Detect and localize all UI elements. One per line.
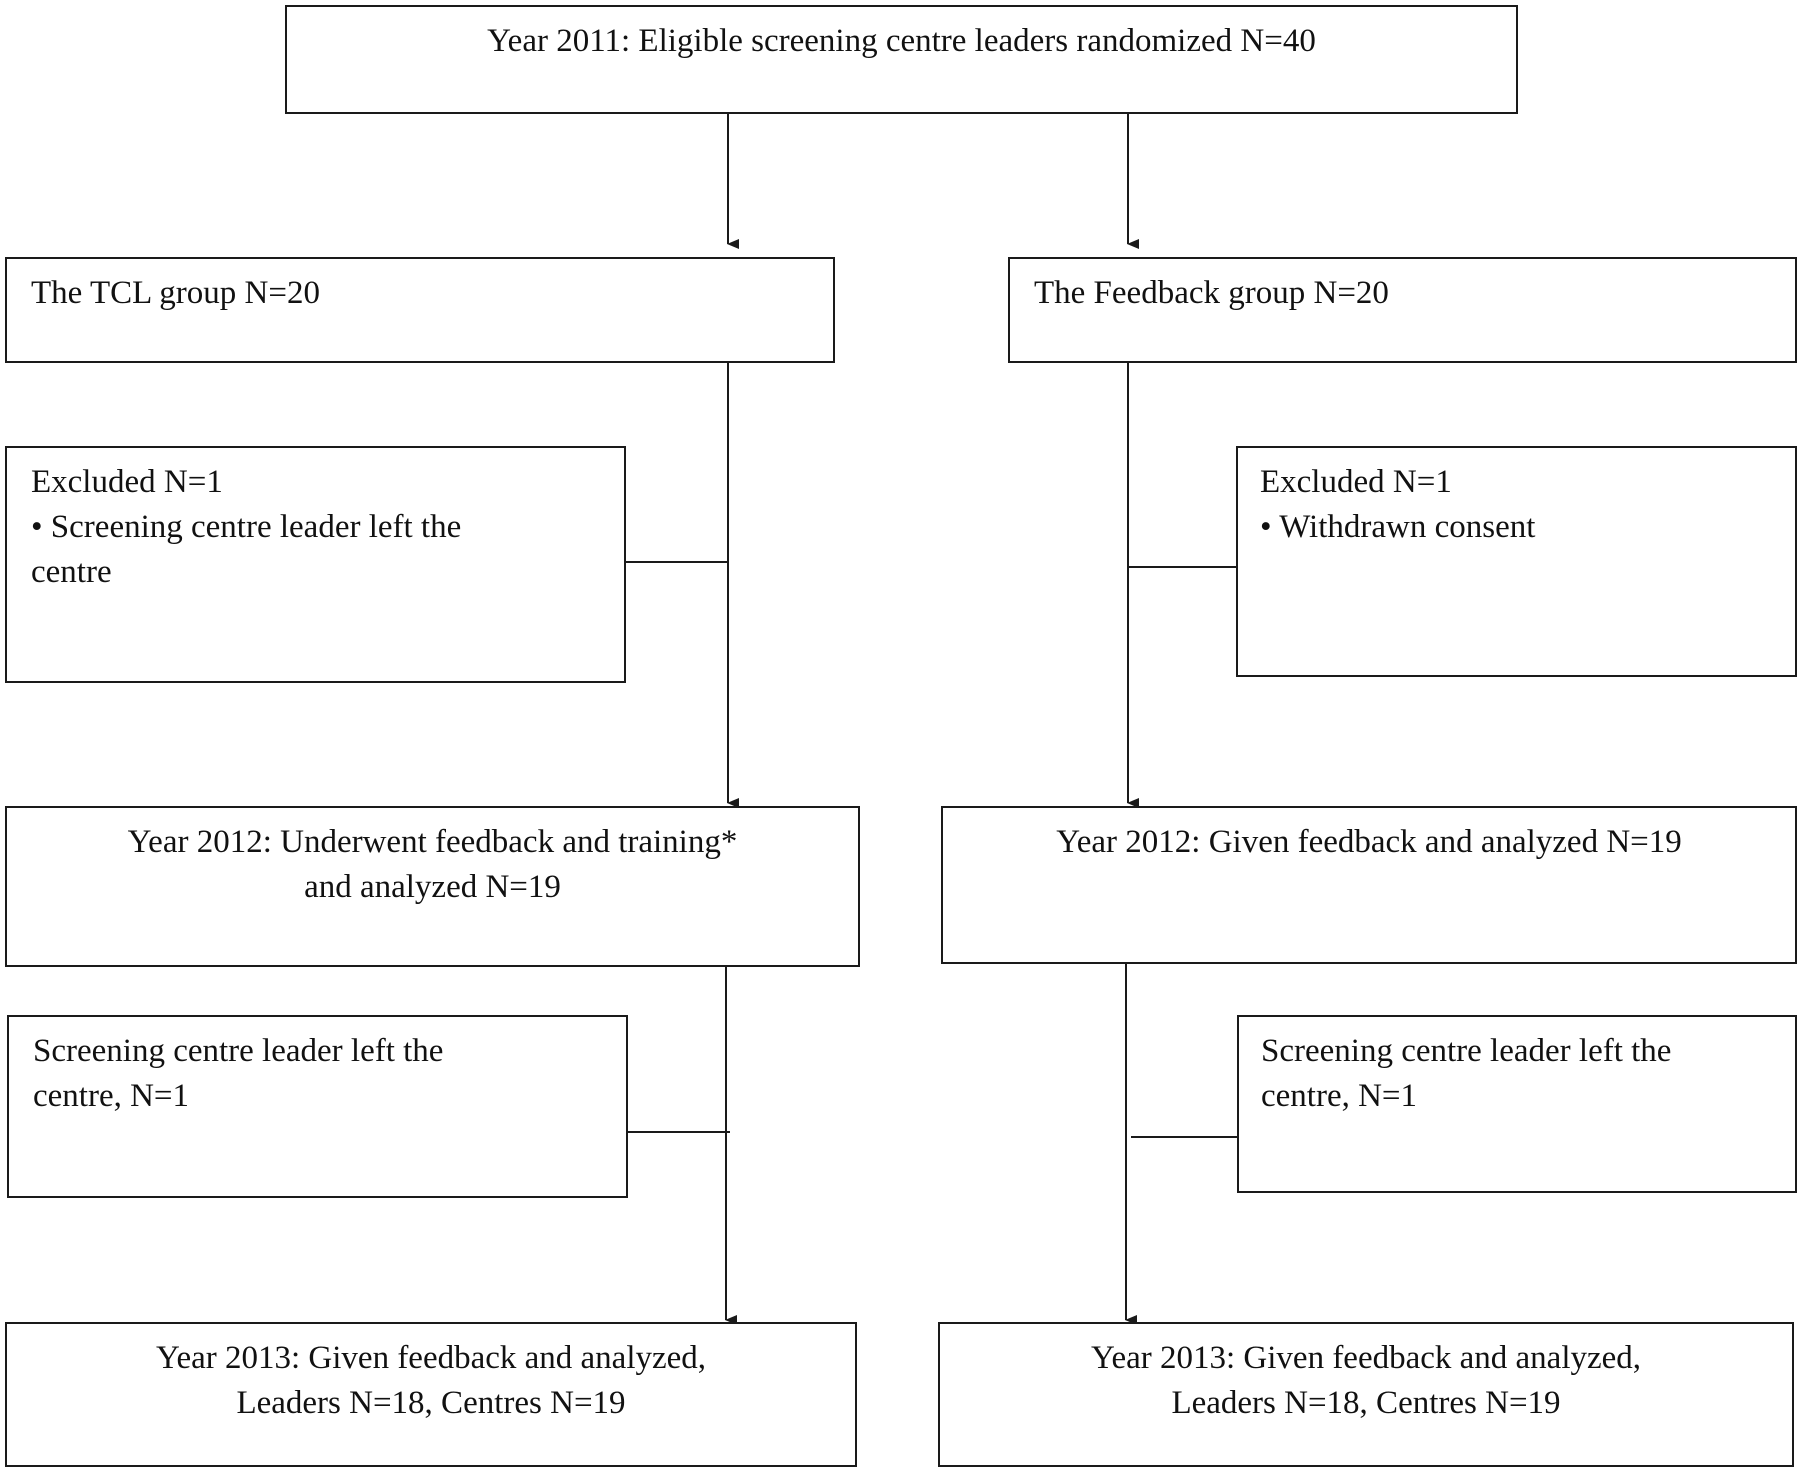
box-top-randomized: Year 2011: Eligible screening centre lea… — [285, 5, 1518, 114]
box-feedback-2013: Year 2013: Given feedback and analyzed, … — [938, 1322, 1794, 1467]
box-feedback-2012: Year 2012: Given feedback and analyzed N… — [941, 806, 1797, 964]
tcl-2012-line2: and analyzed N=19 — [304, 869, 561, 905]
box-tcl-left-centre: Screening centre leader left the centre,… — [7, 1015, 628, 1198]
feedback-left-line1: Screening centre leader left the — [1261, 1033, 1672, 1069]
tcl-excluded-reason: • Screening centre leader left the — [31, 509, 462, 545]
feedback-2012-line1: Year 2012: Given feedback and analyzed N… — [1056, 824, 1682, 860]
tcl-left-line2: centre, N=1 — [33, 1078, 190, 1114]
tcl-left-line1: Screening centre leader left the — [33, 1033, 444, 1069]
feedback-excluded-reason: • Withdrawn consent — [1260, 509, 1536, 545]
feedback-2013-line2: Leaders N=18, Centres N=19 — [1171, 1385, 1561, 1421]
box-feedback-group: The Feedback group N=20 — [1008, 257, 1797, 363]
box-tcl-2012: Year 2012: Underwent feedback and traini… — [5, 806, 860, 967]
feedback-left-line2: centre, N=1 — [1261, 1078, 1418, 1114]
tcl-2013-line2: Leaders N=18, Centres N=19 — [236, 1385, 626, 1421]
box-tcl-2013: Year 2013: Given feedback and analyzed, … — [5, 1322, 857, 1467]
feedback-2013-line1: Year 2013: Given feedback and analyzed, — [1090, 1340, 1642, 1376]
tcl-excluded-title: Excluded N=1 — [31, 464, 223, 500]
box-feedback-group-text: The Feedback group N=20 — [1034, 275, 1389, 311]
box-tcl-excluded: Excluded N=1 • Screening centre leader l… — [5, 446, 626, 683]
box-top-text: Year 2011: Eligible screening centre lea… — [487, 23, 1316, 59]
feedback-excluded-title: Excluded N=1 — [1260, 464, 1452, 500]
box-tcl-group-text: The TCL group N=20 — [31, 275, 320, 311]
box-tcl-group: The TCL group N=20 — [5, 257, 835, 363]
tcl-2013-line1: Year 2013: Given feedback and analyzed, — [155, 1340, 707, 1376]
tcl-excluded-reason-cont: centre — [31, 554, 112, 590]
box-feedback-left-centre: Screening centre leader left the centre,… — [1237, 1015, 1797, 1193]
tcl-2012-line1: Year 2012: Underwent feedback and traini… — [127, 824, 738, 860]
box-feedback-excluded: Excluded N=1 • Withdrawn consent — [1236, 446, 1797, 677]
